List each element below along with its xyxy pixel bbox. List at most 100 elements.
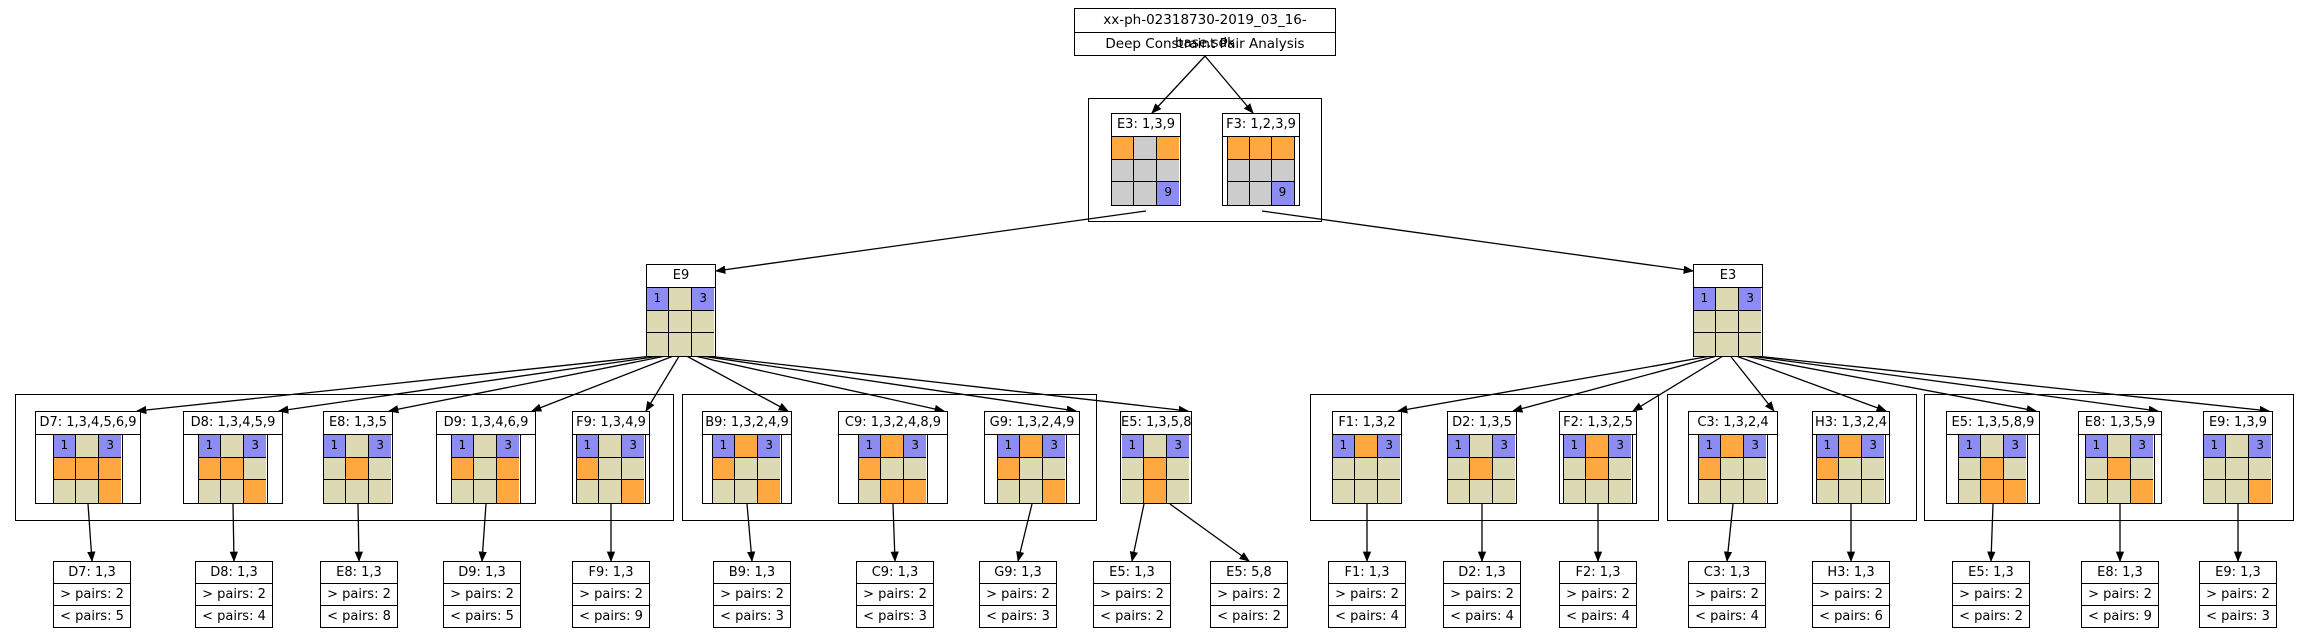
root-node: xx-ph-02318730-2019_03_16-base.sdk Deep … (1074, 8, 1336, 56)
leaf-node: E5: 1,3> pairs: 2< pairs: 2 (1093, 561, 1171, 628)
grid-cell (76, 480, 99, 503)
edge (1129, 503, 1145, 563)
grid-cell (1839, 457, 1862, 481)
grid-cell (1166, 480, 1190, 503)
grid-cell: 3 (621, 435, 645, 458)
cluster-left-1 (15, 394, 674, 521)
grid-cell (76, 435, 99, 458)
less-pairs: < pairs: 3 (2200, 605, 2276, 627)
leaf-node: D2: 1,3> pairs: 2< pairs: 4 (1443, 561, 1521, 628)
candidate-grid: 9 (1226, 137, 1295, 205)
grid-cell (1134, 137, 1157, 160)
grid-cell: 1 (1693, 288, 1717, 311)
cluster-right-2 (1667, 394, 1917, 521)
grid-cell: 1 (1447, 435, 1471, 458)
edge (1727, 352, 2271, 415)
edge (1632, 352, 1729, 412)
grid-cell (2108, 435, 2131, 458)
less-pairs: < pairs: 5 (444, 605, 520, 627)
grid-cell (1144, 435, 1167, 458)
grid-cell (881, 457, 904, 481)
leaf-node: H3: 1,3> pairs: 2< pairs: 6 (1812, 561, 1890, 628)
grid-cell (346, 480, 369, 503)
grid-cell (53, 457, 77, 481)
leaf-node: E8: 1,3> pairs: 2< pairs: 9 (2081, 561, 2159, 628)
cluster-left-2 (682, 394, 1097, 521)
grid-cell (599, 480, 622, 503)
leaf-node: C3: 1,3> pairs: 2< pairs: 4 (1688, 561, 1766, 628)
grid-cell (1249, 137, 1272, 160)
grid-cell (1738, 333, 1762, 356)
less-pairs: < pairs: 2 (1211, 605, 1287, 627)
grid-cell (1020, 480, 1043, 503)
grid-cell (2085, 480, 2109, 503)
grid-cell (576, 480, 600, 503)
edge (478, 503, 487, 563)
grid-cell (1447, 480, 1471, 503)
grid-cell (1042, 480, 1066, 503)
leaf-node: B9: 1,3> pairs: 2< pairs: 3 (713, 561, 791, 628)
leaf-node: D9: 1,3> pairs: 2< pairs: 5 (443, 561, 521, 628)
greater-pairs: > pairs: 2 (2200, 583, 2276, 605)
cluster-top (1088, 98, 1322, 222)
edge (87, 503, 96, 563)
edge (680, 352, 789, 412)
node-label: F3: 1,2,3,9 (1223, 114, 1299, 137)
grid-cell (858, 457, 882, 481)
edge (1987, 503, 1996, 563)
grid-cell: 3 (757, 435, 781, 458)
leaf-title: E8: 1,3 (2097, 565, 2143, 580)
grid-cell (2203, 480, 2227, 503)
grid-cell (1020, 435, 1043, 458)
grid-cell (1839, 435, 1862, 458)
grid-cell: 3 (1743, 435, 1767, 458)
grid-cell (1355, 480, 1378, 503)
edge (531, 352, 682, 412)
greater-pairs: > pairs: 2 (1329, 583, 1405, 605)
leaf-title: B9: 1,3 (728, 565, 776, 580)
grid-cell (1563, 457, 1587, 481)
grid-cell: 1 (323, 435, 347, 458)
grid-cell (2130, 457, 2154, 481)
grid-cell (1816, 480, 1840, 503)
grid-cell (1861, 457, 1885, 481)
grid-cell (221, 435, 244, 458)
root-subtitle: Deep Constraint Pair Analysis (1075, 32, 1335, 56)
grid-cell (1608, 457, 1632, 481)
candidate-grid: 9 (1111, 137, 1180, 205)
node-label: D2: 1,3,5 (1448, 412, 1516, 435)
leaf-title: E5: 1,3 (1109, 565, 1155, 580)
grid-cell (1721, 480, 1744, 503)
greater-pairs: > pairs: 2 (1560, 583, 1636, 605)
grid-cell (1721, 457, 1744, 481)
grid-cell (1586, 435, 1609, 458)
leaf-title: F9: 1,3 (588, 565, 634, 580)
grid-cell (1249, 159, 1272, 183)
less-pairs: < pairs: 9 (2082, 605, 2158, 627)
grid-cell (712, 457, 736, 481)
grid-cell (1227, 182, 1250, 205)
grid-cell (496, 457, 520, 481)
less-pairs: < pairs: 6 (1813, 605, 1889, 627)
edge (387, 352, 682, 414)
grid-cell (474, 480, 497, 503)
less-pairs: < pairs: 3 (857, 605, 933, 627)
grid-cell (599, 457, 622, 481)
grid-cell (1111, 159, 1135, 183)
grid-cell (2203, 457, 2227, 481)
grid-cell (1743, 480, 1767, 503)
grid-cell (1227, 159, 1250, 183)
grid-cell (1121, 480, 1145, 503)
grid-cell (2226, 480, 2249, 503)
edge (1727, 352, 2038, 414)
